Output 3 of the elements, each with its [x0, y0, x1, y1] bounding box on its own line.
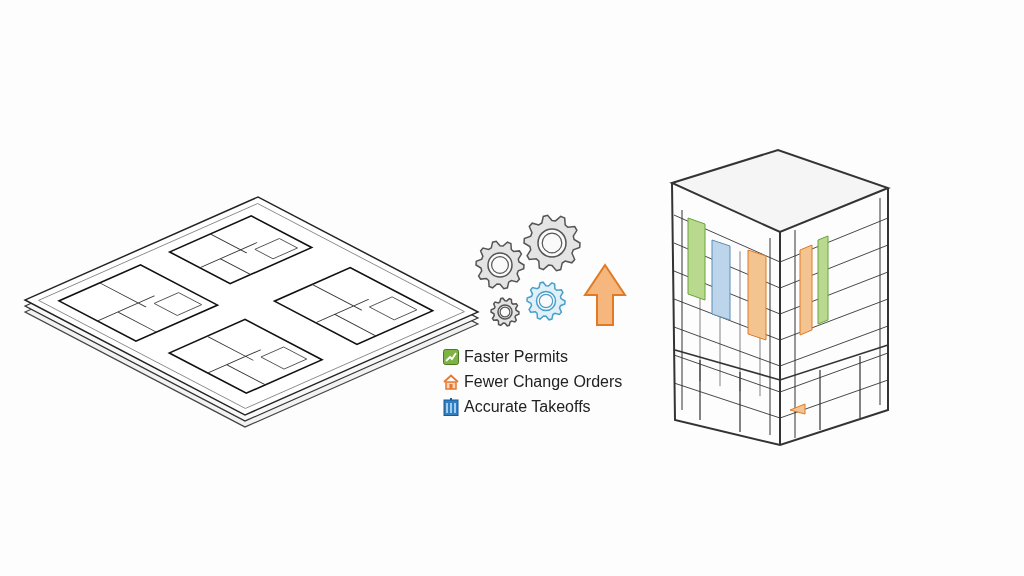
benefit-text: Accurate Takeoffs — [464, 397, 591, 417]
benefit-text: Faster Permits — [464, 347, 568, 367]
benefit-text: Fewer Change Orders — [464, 372, 623, 392]
